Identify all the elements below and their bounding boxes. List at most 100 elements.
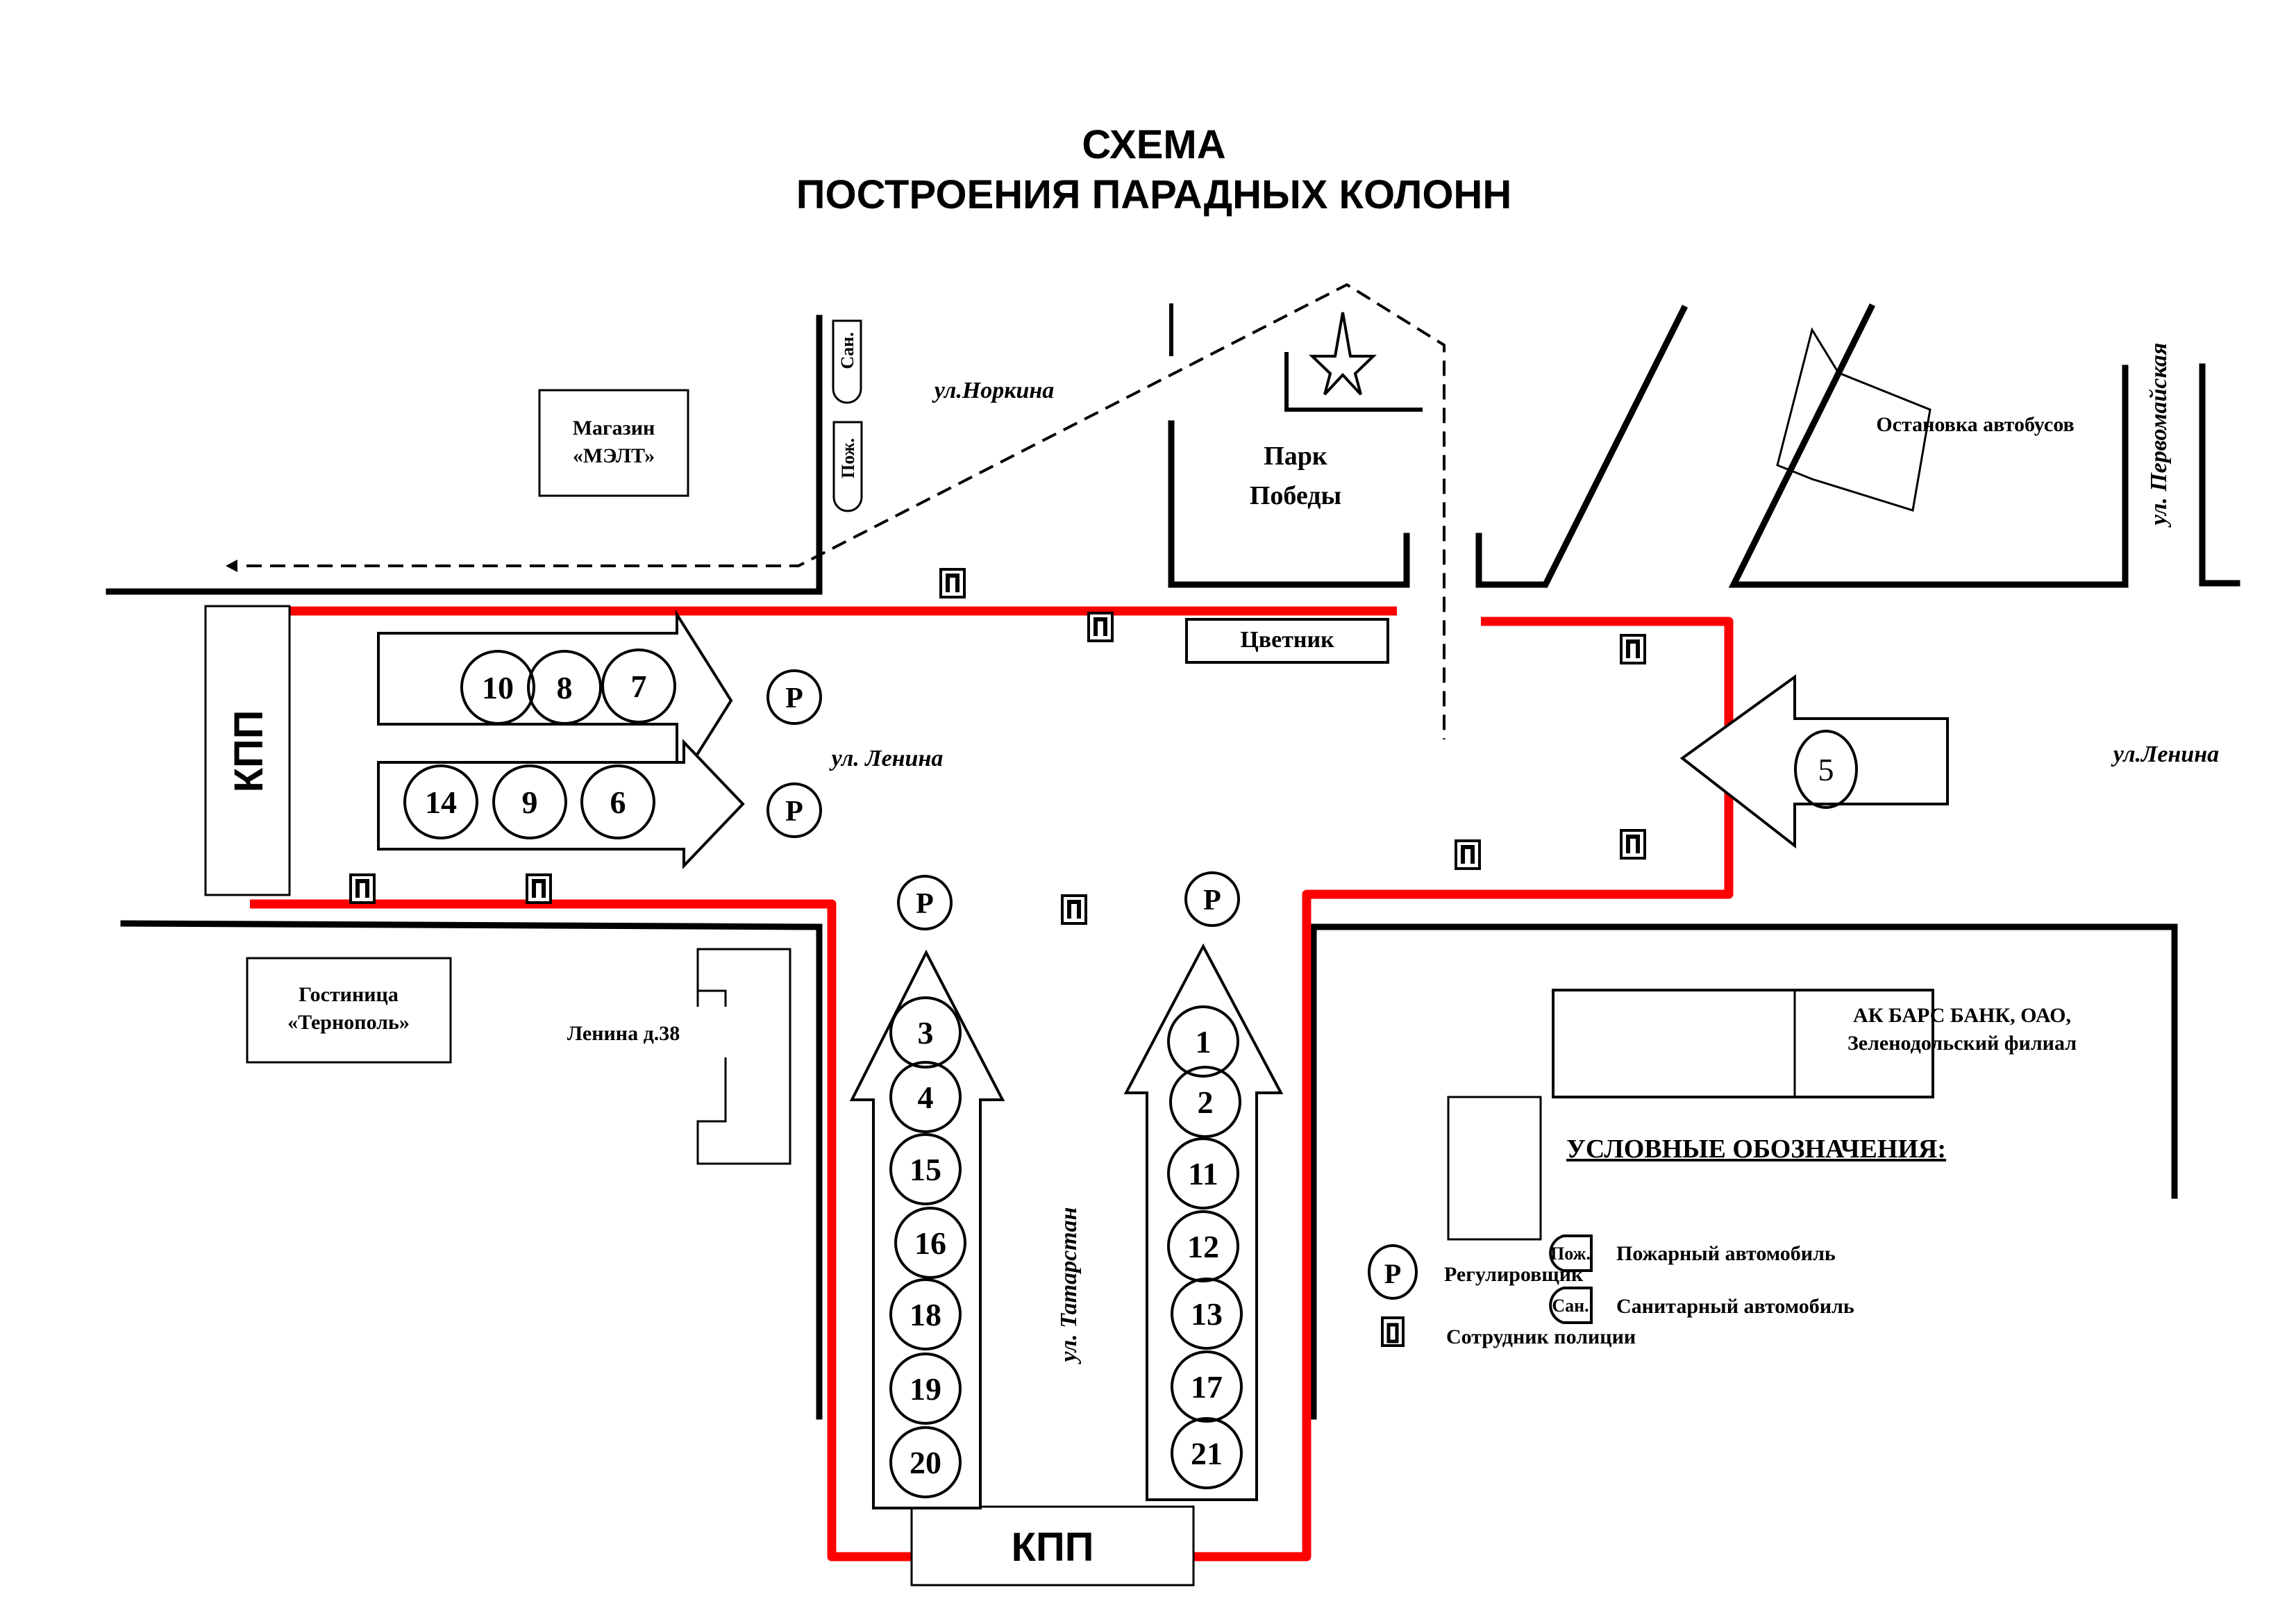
column-unit-number: 10 — [482, 670, 514, 705]
column-unit-14: 14 — [403, 764, 478, 839]
regulator-marker: Р — [766, 782, 822, 838]
column-unit-number: 7 — [631, 669, 647, 704]
shop-melt-line1: Магазин — [573, 417, 655, 440]
victory-park-line1: Парк — [1264, 442, 1327, 471]
column-unit-circle — [1171, 1417, 1243, 1489]
column-unit-circle — [580, 764, 655, 839]
street-norkina: ул.Норкина — [932, 378, 1055, 403]
legend: УСЛОВНЫЕ ОБОЗНАЧЕНИЯ: Р Регулировщик Сот… — [1368, 1135, 1946, 1348]
column-unit-number: 21 — [1191, 1436, 1223, 1471]
column-unit-2: 2 — [1169, 1066, 1241, 1138]
police-icon — [939, 568, 966, 598]
police-officers — [349, 568, 1646, 925]
column-unit-number: 13 — [1191, 1296, 1223, 1332]
flowerbed: Цветник — [1185, 618, 1389, 664]
street-pervomayskaya: ул. Первомайская — [2146, 343, 2172, 528]
legend-item-fire: Пож. Пожарный автомобиль — [1549, 1234, 1836, 1272]
road-edge-northwest — [106, 315, 823, 595]
column-unit-circle — [889, 996, 962, 1069]
fire-vehicle-icon-label: Пож. — [1550, 1244, 1591, 1264]
regulator-glyph: Р — [1203, 885, 1221, 916]
title-line2: ПОСТРОЕНИЯ ПАРАДНЫХ КОЛОНН — [796, 172, 1511, 217]
regulator-icon — [766, 782, 822, 838]
column-unit-number: 19 — [910, 1371, 941, 1407]
checkpoint-south-label: КПП — [1012, 1525, 1094, 1570]
police-icon — [1455, 839, 1481, 870]
legend-sanitary-label: Санитарный автомобиль — [1616, 1295, 1854, 1318]
column-unit-9: 9 — [492, 764, 567, 839]
column-unit-1: 1 — [1167, 1005, 1239, 1078]
road-edge-diagonal-2 — [1728, 303, 2129, 588]
column-arrows — [377, 610, 1949, 1509]
column-unit-11: 11 — [1167, 1137, 1239, 1209]
police-icon — [349, 873, 376, 904]
monument-enclosure — [1284, 352, 1423, 412]
column-unit-13: 13 — [1171, 1278, 1243, 1350]
hotel-ternopol: Гостиница «Тернополь» — [246, 957, 452, 1064]
column-unit-circle — [527, 650, 602, 725]
dashed-route-norkina — [246, 283, 1446, 739]
column-unit-20: 20 — [889, 1426, 962, 1498]
column-unit-circle — [403, 764, 478, 839]
column-unit-circle — [894, 1207, 966, 1279]
street-lenina-west: ул. Ленина — [829, 746, 944, 771]
column-unit-circle — [1167, 1005, 1239, 1078]
column-unit-6: 6 — [580, 764, 655, 839]
column-unit-circle — [460, 650, 535, 725]
regulator-glyph: Р — [785, 796, 803, 828]
regulators: Р Р Р Р — [766, 669, 1240, 930]
column-unit-circle — [601, 648, 676, 723]
bank-ak-bars: АК БАРС БАНК, ОАО, Зеленодольский филиал — [1552, 989, 2077, 1098]
dashed-routes — [246, 283, 1446, 739]
column-unit-15: 15 — [889, 1133, 962, 1205]
road-outlines — [106, 303, 2240, 1420]
building-annex — [1447, 1096, 1542, 1241]
bus-stop-label: Остановка автобусов — [1876, 413, 2074, 436]
sanitary-vehicle: Сан. — [832, 319, 862, 404]
column-unit-16: 16 — [894, 1207, 966, 1279]
column-unit-number: 3 — [918, 1015, 934, 1050]
bank-ak-bars-line1: АК БАРС БАНК, ОАО, — [1853, 1004, 2071, 1027]
road-edge-pervomayskaya — [2199, 363, 2240, 587]
column-unit-8: 8 — [527, 650, 602, 725]
column-unit-4: 4 — [889, 1061, 962, 1133]
column-unit-number: 20 — [910, 1445, 941, 1480]
flowerbed-label: Цветник — [1240, 627, 1334, 653]
column-unit-12: 12 — [1167, 1210, 1239, 1282]
column-unit-number: 18 — [910, 1297, 941, 1332]
regulator-icon-glyph: Р — [1384, 1258, 1401, 1289]
column-unit-circle — [889, 1133, 962, 1205]
column-unit-number: 12 — [1187, 1229, 1219, 1264]
legend-fire-label: Пожарный автомобиль — [1616, 1242, 1836, 1265]
bus-stop: Остановка автобусов — [1776, 327, 2075, 512]
column-unit-number: 1 — [1196, 1024, 1212, 1060]
regulator-marker: Р — [766, 669, 822, 725]
police-icon — [1620, 634, 1646, 664]
road-edge-southeast — [1310, 923, 2178, 1420]
column-unit-18: 18 — [889, 1278, 962, 1350]
regulator-icon — [766, 669, 822, 725]
column-unit-circle — [1794, 730, 1858, 809]
star-icon — [1309, 312, 1377, 396]
legend-heading: УСЛОВНЫЕ ОБОЗНАЧЕНИЯ: — [1566, 1135, 1946, 1164]
street-tatarstan: ул. Татарстан — [1056, 1207, 1082, 1364]
regulator-glyph: Р — [916, 888, 934, 920]
road-edge-diagonal-1 — [1475, 304, 1689, 588]
column-unit-circle — [492, 764, 567, 839]
checkpoint-west: КПП — [204, 605, 291, 896]
column-unit-3: 3 — [889, 996, 962, 1069]
column-unit-17: 17 — [1171, 1350, 1243, 1423]
column-unit-21: 21 — [1171, 1417, 1243, 1489]
hotel-ternopol-line1: Гостиница — [299, 983, 399, 1006]
police-icon — [1620, 829, 1646, 860]
legend-police-label: Сотрудник полиции — [1446, 1325, 1636, 1348]
regulator-marker: Р — [897, 875, 953, 930]
fire-vehicle-label: Пож. — [838, 438, 858, 478]
column-unit-circle — [889, 1278, 962, 1350]
victory-park-line2: Победы — [1250, 481, 1341, 510]
dashed-route-arrowhead — [226, 560, 237, 572]
police-icon — [526, 873, 552, 904]
street-lenina-east: ул.Ленина — [2111, 742, 2219, 767]
fire-vehicle-icon — [1549, 1234, 1593, 1272]
column-unit-number: 14 — [425, 785, 457, 820]
